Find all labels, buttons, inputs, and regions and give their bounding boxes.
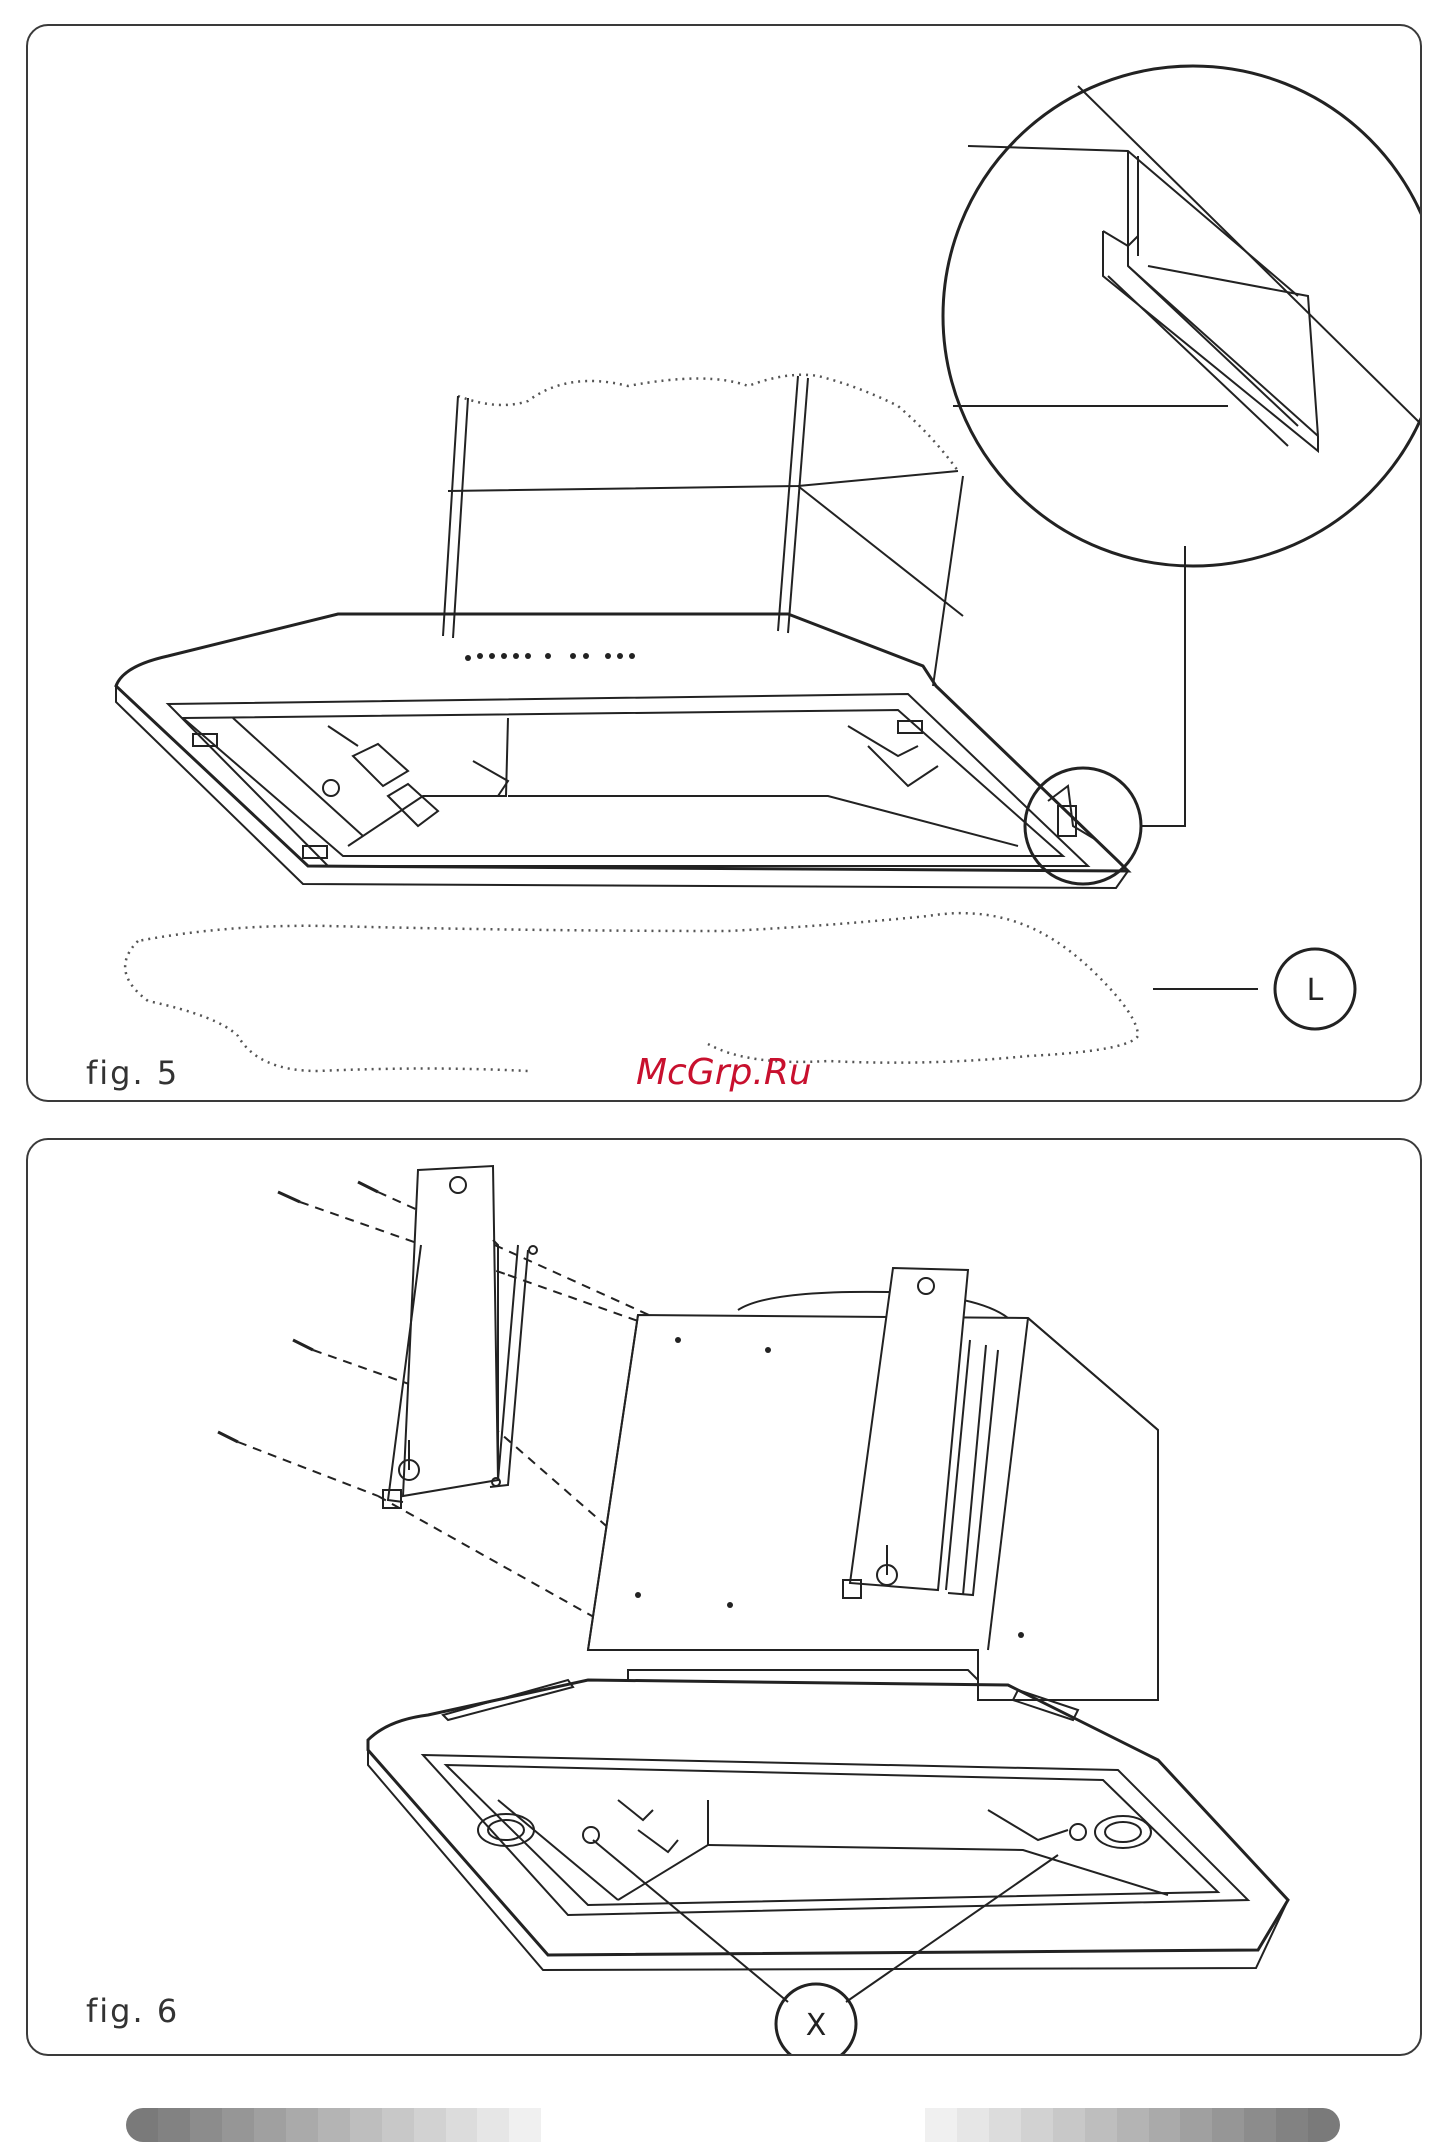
callout-x-letter: X xyxy=(806,2008,827,2043)
footer-bar-segment xyxy=(541,2108,573,2142)
figure-5-panel: L fig. 5 xyxy=(26,24,1422,1102)
chimney xyxy=(338,376,963,686)
footer-bar-segment xyxy=(414,2108,446,2142)
footer-bar-segment xyxy=(1149,2108,1181,2142)
bracket-left xyxy=(383,1166,537,1508)
footer-bar-segment xyxy=(1276,2108,1308,2142)
hood-body xyxy=(116,614,1128,888)
wall-outline xyxy=(458,375,958,471)
grease-trap-left xyxy=(478,1814,534,1846)
footer-gradient-bar xyxy=(126,2108,1340,2142)
grease-filter-outline xyxy=(125,913,1138,1071)
footer-bar-segment xyxy=(797,2108,829,2142)
footer-bar-segment xyxy=(509,2108,541,2142)
hood-canopy xyxy=(368,1670,1288,1970)
footer-bar-segment xyxy=(1180,2108,1212,2142)
grease-trap-right xyxy=(1095,1816,1151,1848)
footer-bar-segment xyxy=(350,2108,382,2142)
footer-bar-segment xyxy=(1085,2108,1117,2142)
footer-bar-segment xyxy=(669,2108,701,2142)
screw-hole xyxy=(323,780,339,796)
footer-bar-segment xyxy=(1308,2108,1340,2142)
filter-clip-right xyxy=(1070,1824,1086,1840)
figure-6-panel: X fig. 6 xyxy=(26,1138,1422,2056)
figure-6-drawing: X xyxy=(28,1140,1422,2056)
magnified-detail xyxy=(943,66,1422,566)
footer-bar-segment xyxy=(957,2108,989,2142)
footer-bar-segment xyxy=(701,2108,733,2142)
control-panel-dots xyxy=(465,653,635,661)
footer-bar-segment xyxy=(126,2108,158,2142)
footer-bar-segment xyxy=(605,2108,637,2142)
filter-clip-left xyxy=(583,1827,599,1843)
footer-bar-segment xyxy=(829,2108,861,2142)
footer-bar-segment xyxy=(222,2108,254,2142)
footer-bar-segment xyxy=(925,2108,957,2142)
footer-bar-segment xyxy=(861,2108,893,2142)
footer-bar-segment xyxy=(893,2108,925,2142)
footer-bar-segment xyxy=(573,2108,605,2142)
footer-bar-segment xyxy=(477,2108,509,2142)
footer-bar-segment xyxy=(1053,2108,1085,2142)
footer-bar-segment xyxy=(446,2108,478,2142)
callout-l-letter: L xyxy=(1307,973,1324,1008)
footer-bar-segment xyxy=(254,2108,286,2142)
footer-bar-segment xyxy=(1244,2108,1276,2142)
watermark: McGrp.Ru xyxy=(636,1052,812,1093)
footer-bar-segment xyxy=(733,2108,765,2142)
footer-bar-segment xyxy=(1212,2108,1244,2142)
footer-bar-segment xyxy=(1021,2108,1053,2142)
figure-5-drawing: L xyxy=(28,26,1422,1102)
footer-bar-segment xyxy=(989,2108,1021,2142)
footer-bar-segment xyxy=(286,2108,318,2142)
footer-bar-segment xyxy=(190,2108,222,2142)
screws xyxy=(218,1182,378,1442)
footer-bar-segment xyxy=(1117,2108,1149,2142)
footer-bar-segment xyxy=(158,2108,190,2142)
figure-6-label: fig. 6 xyxy=(86,1992,179,2030)
figure-5-label: fig. 5 xyxy=(86,1054,179,1092)
footer-bar-segment xyxy=(765,2108,797,2142)
footer-bar-segment xyxy=(318,2108,350,2142)
footer-bar-segment xyxy=(637,2108,669,2142)
footer-bar-segment xyxy=(382,2108,414,2142)
